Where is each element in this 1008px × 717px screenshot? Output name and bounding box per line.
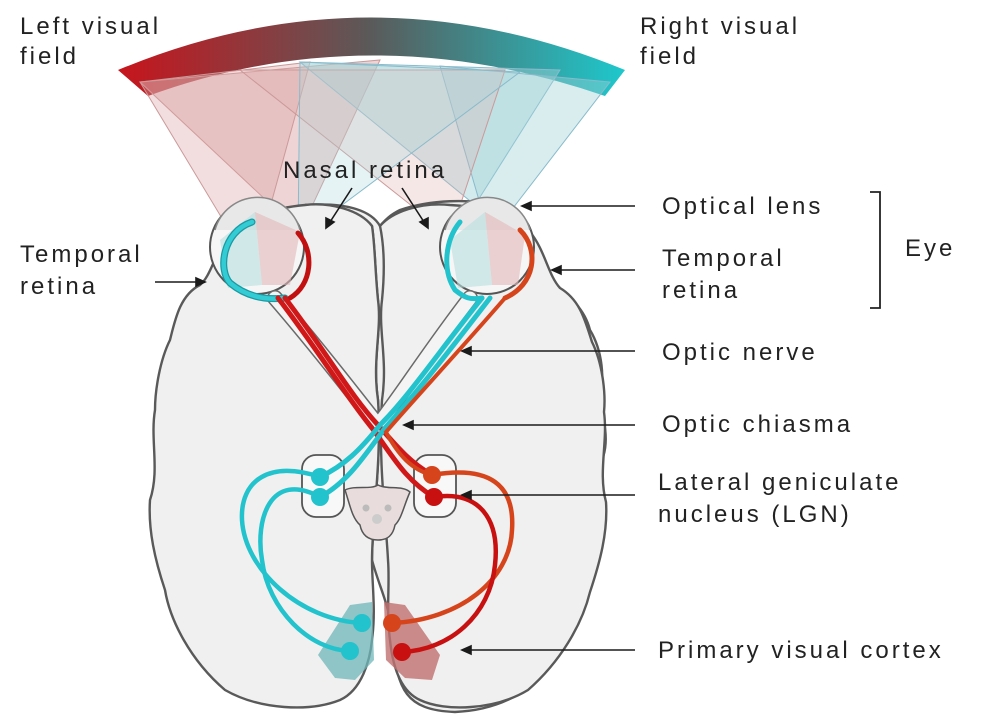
eye-label: Eye [905,235,955,262]
lgn-right-dot-lower [425,488,443,506]
temporal-retina-left-label-line2: retina [20,273,98,300]
left-visual-field-label-line2: field [20,43,79,70]
lgn-left-dot-upper [311,468,329,486]
left-visual-field-label-line1: Left visual [20,13,161,40]
cortex-right-dot-upper [383,614,401,632]
temporal-retina-left-label-line1: Temporal [20,241,143,268]
right-eye [440,197,534,294]
right-visual-field-label-line2: field [640,43,699,70]
lgn-label-line2: nucleus (LGN) [658,501,852,528]
cortex-left-dot-lower [341,642,359,660]
cortex-left-dot-upper [353,614,371,632]
eye-bracket [870,192,880,308]
lgn-right-dot-upper [423,466,441,484]
primary-visual-cortex-label: Primary visual cortex [658,637,944,664]
optical-lens-label: Optical lens [662,193,823,220]
right-visual-field-label-line1: Right visual [640,13,800,40]
lgn-label-line1: Lateral geniculate [658,469,901,496]
lgn-left-dot-lower [311,488,329,506]
temporal-retina-right-label-line2: retina [662,277,740,304]
optic-chiasma-label: Optic chiasma [662,411,853,438]
cortex-right-dot-lower [393,643,411,661]
nasal-retina-label: Nasal retina [283,157,447,184]
optic-nerve-label: Optic nerve [662,339,818,366]
temporal-retina-right-label-line1: Temporal [662,245,785,272]
